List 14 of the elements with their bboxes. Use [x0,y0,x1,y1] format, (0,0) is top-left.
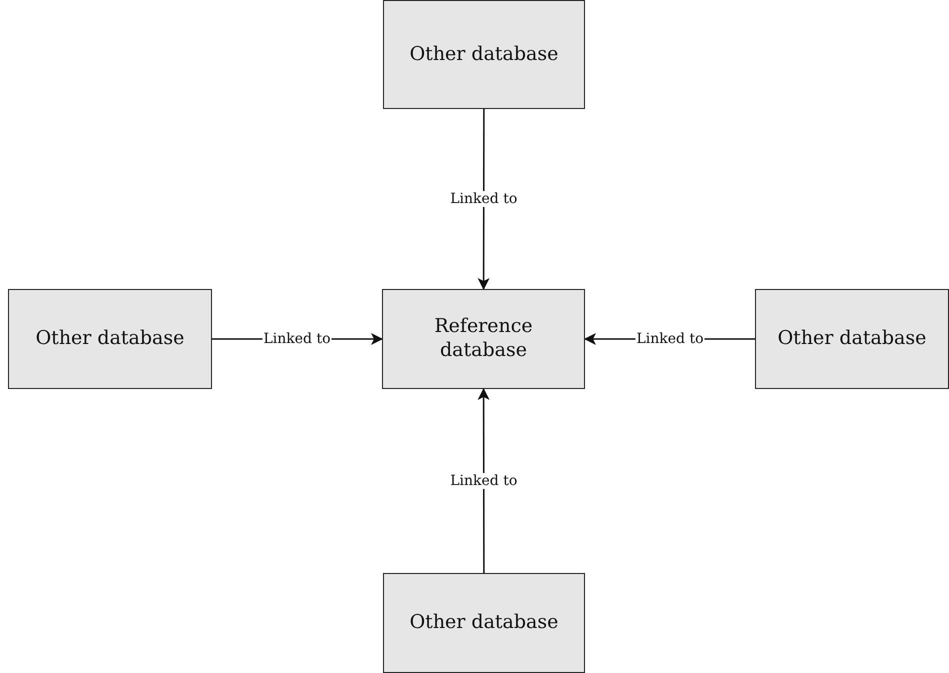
box-label: Other database [36,327,184,351]
database-box [755,289,949,389]
database-box [383,573,585,673]
edge-label: Linked to [449,191,518,207]
box-label: Other database [778,327,926,351]
box-label: Other database [410,611,558,635]
database-box [8,289,212,389]
arrow [478,388,490,573]
database-box [383,0,585,109]
box-label: Reference database [433,315,534,363]
edge-label: Linked to [449,473,518,489]
box-label: Other database [410,42,558,66]
database-box [382,289,585,389]
arrow [478,109,490,290]
